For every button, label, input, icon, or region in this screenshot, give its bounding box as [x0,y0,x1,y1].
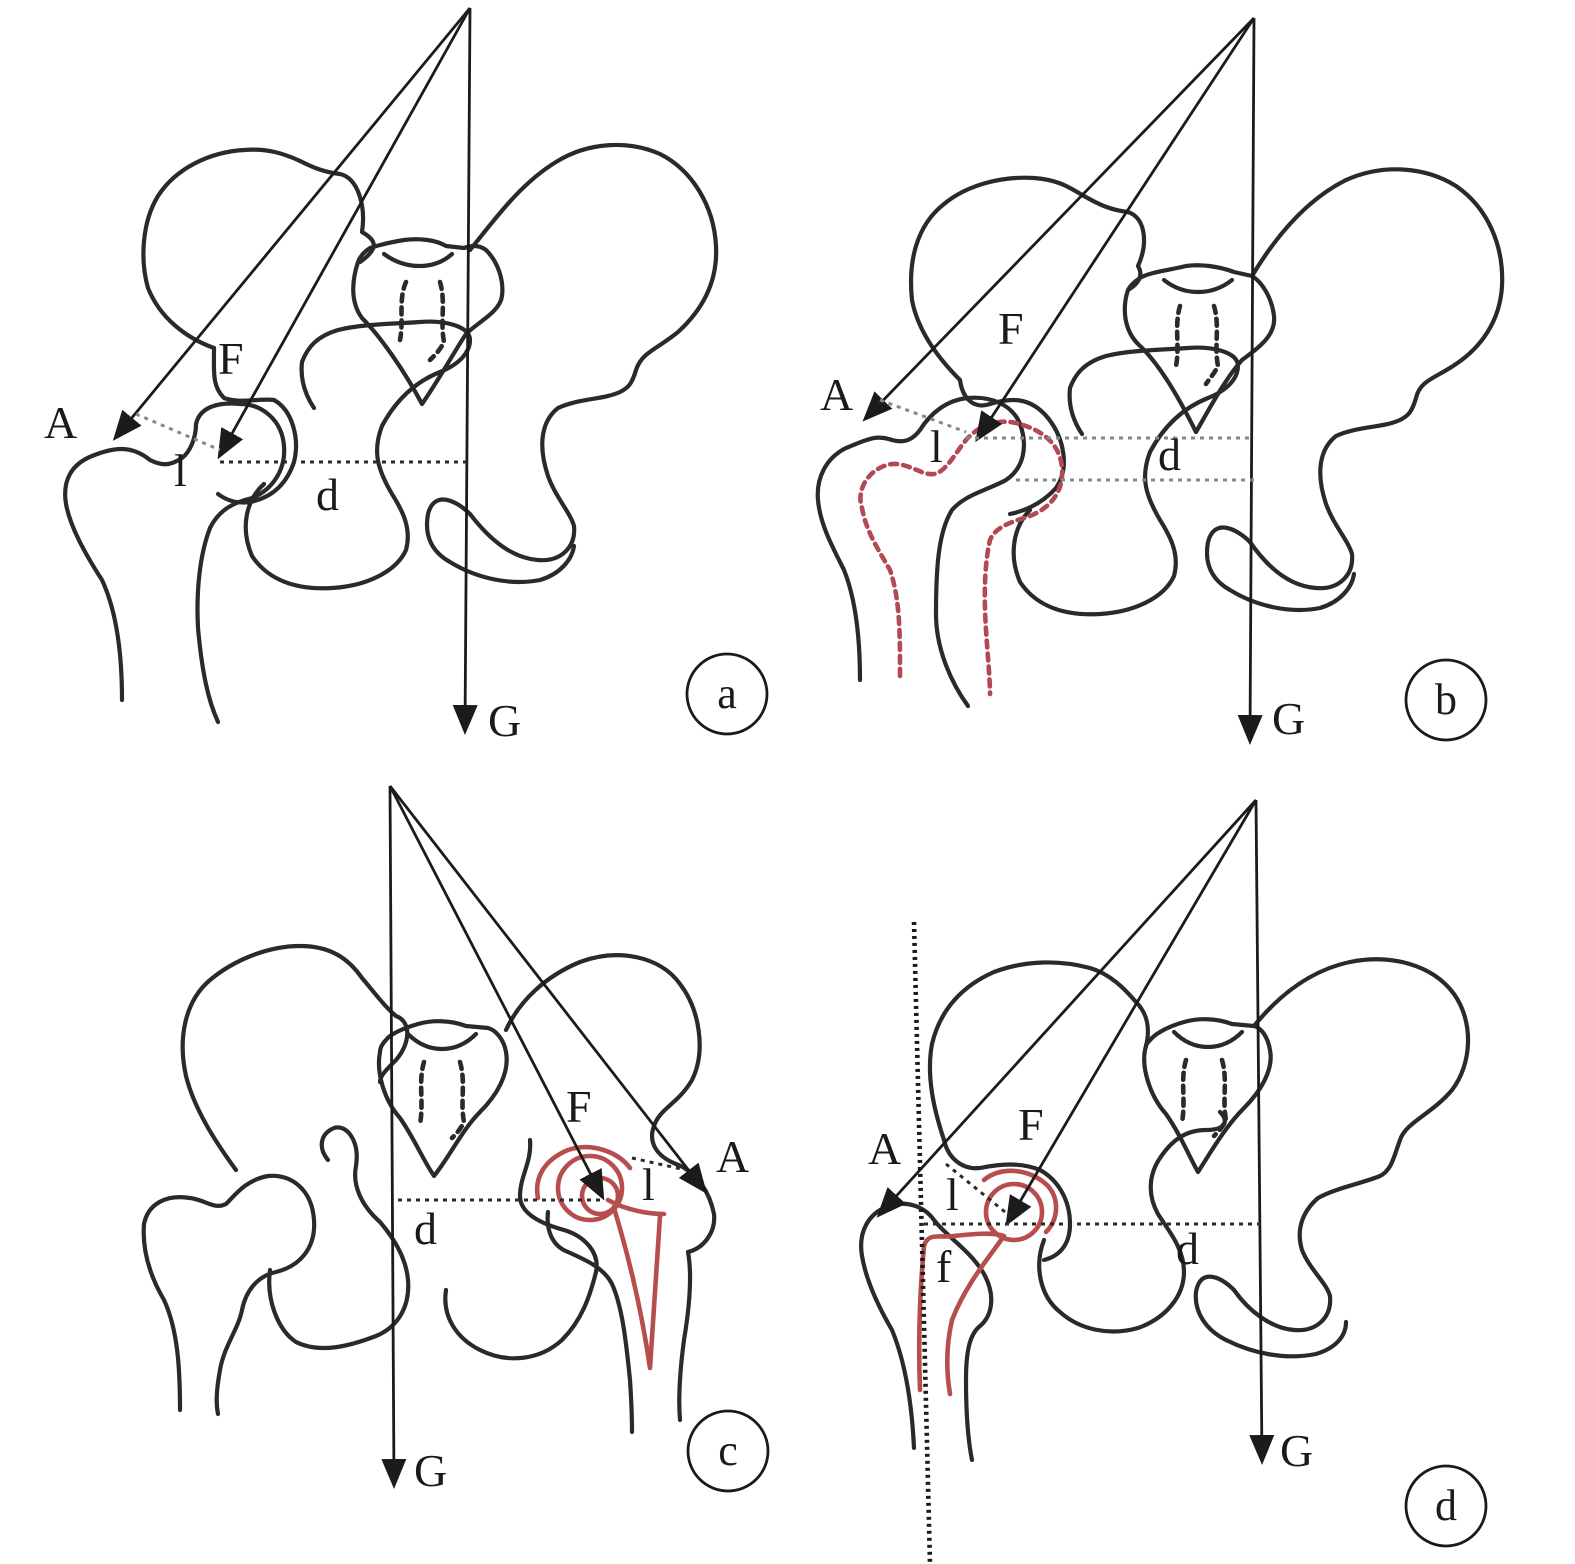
arrow-gravity-b [1237,17,1263,745]
arrow-joint-c [388,785,605,1201]
sacral-promontory [1161,277,1235,294]
label-gravity-d: G [1280,1425,1313,1476]
panel-badge-a [685,652,769,736]
label-abductor-b: A [820,369,853,420]
arrow-abductor-a [112,7,472,441]
femoral-head [63,401,287,725]
left-iliac-wing [141,147,376,351]
panel-c: A F G l d c [141,785,770,1496]
label-lever-long-a: d [316,469,339,520]
right-ischium [1204,525,1357,613]
left-ischium [1037,1109,1227,1334]
sacral-foramina-right [427,279,447,363]
arrow-gravity-c [381,785,407,1489]
sacrum-outline [351,237,505,407]
femoral-head [815,395,1027,709]
arrow-abductor-d [876,799,1258,1218]
arrow-abductor-b [862,17,1256,422]
implant-cup [981,1168,1059,1235]
panel-d: A F G l d f d [859,799,1488,1564]
implant-neck [605,1197,667,1217]
label-lever-short-d: l [946,1169,959,1220]
right-iliac-wing [503,953,717,1255]
sacral-foramina-left [417,1059,427,1127]
panel-label-c: c [718,1426,738,1475]
left-ischium [243,319,473,591]
sacrum-outline [1142,1017,1273,1175]
panel-badge-b [1404,658,1488,742]
panel-a: A F G l d a [44,7,769,746]
sacral-foramina-left [1173,303,1183,369]
sacral-foramina-right [1203,303,1221,387]
left-ischium [267,1125,411,1351]
panel-label-a: a [717,669,737,718]
left-iliac-wing [908,175,1146,383]
label-lever-short-c: l [642,1159,655,1210]
sacral-foramina-right [449,1059,467,1141]
label-lever-long-d: d [1176,1223,1199,1274]
label-joint-b: F [998,303,1024,354]
sacrum-outline [376,1019,509,1179]
left-femur [141,1173,317,1417]
panel-badge-c [686,1409,770,1493]
label-lever-long-b: d [1158,429,1181,480]
arrow-gravity-a [452,7,478,735]
arrow-gravity-d [1249,799,1275,1465]
panel-label-b: b [1435,675,1457,724]
label-joint-d: F [1018,1099,1044,1150]
right-iliac-wing [1231,957,1471,1333]
right-iliac-wing [467,142,719,563]
sacrum-outline [1122,263,1277,435]
sacral-promontory [405,1031,479,1052]
lever-l-a [135,412,221,452]
lever-l-b [879,398,967,434]
label-lever-short-b: l [930,421,943,472]
panel-badge-d [1404,1464,1488,1548]
label-gravity-c: G [414,1445,447,1496]
right-iliac-wing [1247,167,1505,591]
femur [859,1201,994,1463]
sacral-promontory [1171,1029,1245,1050]
right-femur [545,1209,635,1435]
acetabulum [211,345,299,505]
femoral-axis-line [911,921,933,1564]
displaced-femur-outline [858,419,1065,697]
label-lever-long-c: d [414,1203,437,1254]
implant-head-ring [983,1181,1045,1243]
label-joint-a: F [218,333,244,384]
implant-stem [916,1231,1007,1397]
label-lever-short-a: l [174,445,187,496]
acetabulum [957,377,1066,517]
label-abductor-c: A [716,1131,749,1182]
right-ischium [443,1137,599,1361]
panel-b: A F G l d b [815,17,1505,745]
implant-stem [611,1205,663,1371]
left-iliac-wing [180,943,410,1173]
label-offset-d: f [936,1241,952,1292]
right-ischium [1193,1274,1349,1359]
label-gravity-a: G [488,695,521,746]
label-joint-c: F [566,1081,592,1132]
lever-l-c [631,1156,687,1172]
sacral-promontory [381,251,455,268]
implant-cup [534,1144,633,1201]
implant-head-ring [555,1153,625,1223]
label-abductor-a: A [44,397,77,448]
arrow-abductor-c [388,785,708,1194]
right-ischium [424,497,577,585]
arrow-joint-b [975,17,1256,443]
sacral-foramina-left [1179,1057,1189,1125]
label-abductor-d: A [868,1123,901,1174]
right-femur-lateral [677,1249,693,1423]
label-gravity-b: G [1272,693,1305,744]
arrow-joint-d [1005,799,1258,1227]
acetabulum [941,1137,1073,1263]
sacral-foramina-left [397,279,409,343]
panel-label-d: d [1435,1481,1457,1530]
left-ischium [1011,345,1241,617]
arrow-joint-a [217,7,472,460]
